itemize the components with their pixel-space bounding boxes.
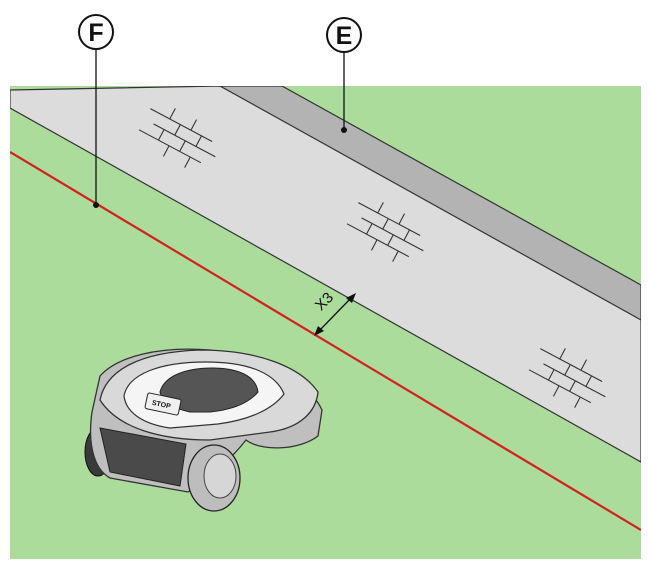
callout-f-circle <box>78 14 114 50</box>
callout-f-dot <box>93 202 99 208</box>
paved-path <box>10 86 641 463</box>
brick-pattern-1 <box>138 108 216 168</box>
callout-e-label: E <box>336 22 353 50</box>
stop-button <box>144 392 182 416</box>
mower-front-panel <box>99 427 187 487</box>
robotic-mower: STOP <box>84 348 323 512</box>
boundary-wire <box>10 151 641 531</box>
callout-f-label: F <box>88 19 103 47</box>
mower-wheel-front-hub <box>203 453 237 499</box>
callout-e-circle <box>326 17 362 53</box>
brick-pattern-3 <box>528 348 606 408</box>
callout-e-dot <box>341 127 347 133</box>
curb-strip <box>218 86 641 321</box>
brick-pattern-2 <box>346 202 424 262</box>
stop-label: STOP <box>151 400 171 411</box>
dimension-arrow <box>314 293 356 336</box>
